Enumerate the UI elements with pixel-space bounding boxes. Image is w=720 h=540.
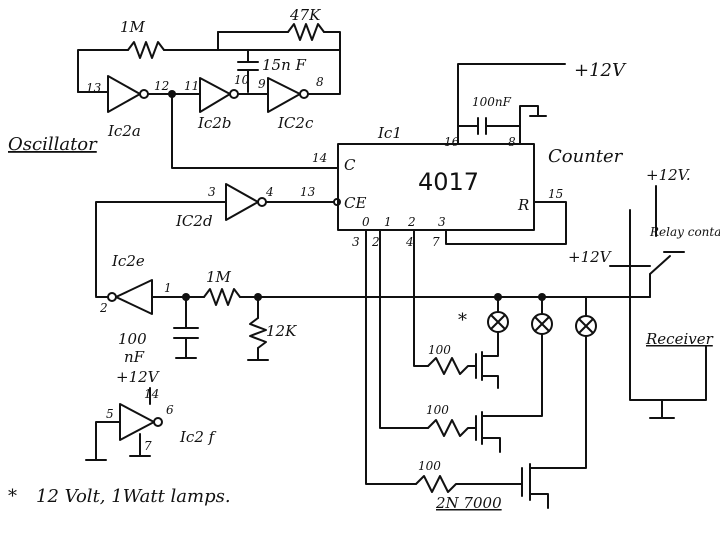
inverter-ic2e	[95, 279, 205, 315]
label-r-feedback: 1M	[120, 18, 146, 36]
label-ic2a: Ic2a	[107, 122, 141, 140]
pin-1: 1	[164, 281, 172, 295]
resistor-47k	[287, 23, 325, 41]
inverter-ic2b	[199, 77, 269, 113]
inverter-ic2f	[85, 387, 163, 461]
ic1-4017-body	[337, 143, 535, 231]
label-pin-r: R	[517, 196, 529, 214]
pin-14: 14	[312, 151, 327, 165]
label-r-gate-2: 100	[426, 403, 449, 417]
pin-q3: 3	[438, 215, 446, 229]
label-ic-number: 4017	[418, 168, 479, 196]
label-relay-contact: Relay contact	[649, 225, 720, 239]
label-r-12k: 12K	[266, 322, 297, 340]
pin-o2: 2	[371, 235, 380, 249]
label-r-gate-3: 100	[418, 459, 441, 473]
label-transistor: 2N 7000	[435, 494, 502, 512]
label-supply-ic2f: +12V	[116, 368, 161, 386]
pin-6: 6	[166, 403, 174, 417]
pin-o4: 4	[405, 235, 414, 249]
label-footnote-star: *	[8, 486, 17, 507]
label-c-100nf-top: 100nF	[472, 95, 512, 109]
pin-13b: 13	[300, 185, 316, 199]
label-c-15nf: 15n F	[262, 56, 307, 74]
label-r-1m-mid: 1M	[206, 268, 232, 286]
resistor-1m-mid	[203, 288, 241, 306]
pin-o3: 3	[352, 235, 360, 249]
pin-13: 13	[86, 81, 102, 95]
relay-contact-switch	[649, 255, 671, 275]
label-c-100-b: nF	[124, 348, 145, 366]
receiver-box	[629, 209, 707, 401]
pin-2: 2	[99, 301, 108, 315]
label-ic2e: Ic2e	[111, 252, 145, 270]
pin-q2: 2	[407, 215, 416, 229]
label-supply-right: +12V.	[646, 166, 691, 184]
pin-q0: 0	[362, 215, 370, 229]
label-ic1: Ic1	[377, 124, 402, 142]
inverter-ic2c	[267, 77, 341, 113]
label-receiver: Receiver	[645, 330, 714, 348]
label-ic2f: Ic2 f	[179, 428, 217, 446]
lamp-3	[559, 296, 597, 469]
mosfet-2	[427, 411, 543, 453]
pin-o7: 7	[432, 235, 440, 249]
label-star: *	[458, 310, 467, 331]
label-r-gate-1: 100	[428, 343, 451, 357]
label-ic2c: IC2c	[277, 114, 314, 132]
label-r-47k: 47K	[289, 6, 321, 24]
pin-8: 8	[316, 75, 324, 89]
mosfet-3	[415, 463, 561, 509]
pin-5: 5	[106, 407, 114, 421]
pin-3: 3	[208, 185, 216, 199]
pin-12: 12	[154, 79, 169, 93]
lamp-2	[531, 296, 553, 413]
pin-11: 11	[184, 79, 199, 93]
pin-15: 15	[548, 187, 563, 201]
resistor-1m-feedback	[127, 41, 165, 59]
lamp-1	[487, 296, 509, 349]
pin-7: 7	[144, 439, 152, 453]
pin-10: 10	[234, 73, 250, 87]
label-supply-top: +12V	[574, 60, 627, 81]
pin-4: 4	[265, 185, 274, 199]
pin-14b: 14	[144, 387, 159, 401]
label-pin-ce: CE	[344, 194, 366, 212]
label-ic2d: IC2d	[175, 212, 213, 230]
pin-8b: 8	[508, 135, 516, 149]
label-oscillator: Oscillator	[8, 134, 98, 155]
mosfet-1	[427, 347, 499, 389]
oscillator-feedback	[77, 23, 341, 93]
pin-9: 9	[258, 77, 266, 91]
label-c-100-a: 100	[118, 330, 147, 348]
label-pin-c: C	[344, 156, 356, 174]
pin-16: 16	[444, 135, 460, 149]
inverter-ic2d	[225, 183, 341, 221]
pin-q1: 1	[384, 215, 392, 229]
label-footnote: 12 Volt, 1Watt lamps.	[36, 486, 231, 507]
label-supply-relay: +12V	[568, 248, 613, 266]
label-ic2b: Ic2b	[197, 114, 231, 132]
label-counter: Counter	[548, 146, 624, 167]
resistor-12k	[249, 317, 267, 349]
